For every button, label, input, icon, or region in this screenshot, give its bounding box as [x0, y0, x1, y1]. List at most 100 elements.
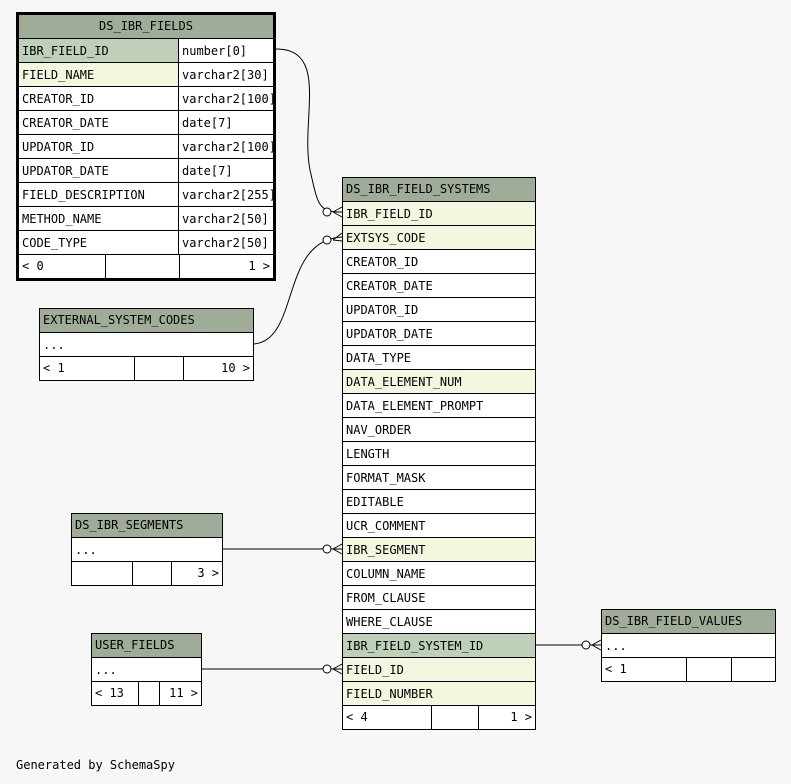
parent-count[interactable]: < 1: [43, 361, 65, 375]
crows-foot: [332, 206, 343, 218]
row-count: [138, 682, 159, 705]
table-ds-ibr-field-values[interactable]: DS_IBR_FIELD_VALUES ... < 1: [601, 609, 776, 682]
child-count[interactable]: 10 >: [183, 357, 253, 380]
crows-foot: [332, 232, 343, 242]
column-row[interactable]: COLUMN_NAME: [343, 562, 535, 586]
column-name: WHERE_CLAUSE: [346, 615, 433, 629]
column-row[interactable]: IBR_SEGMENT: [343, 538, 535, 562]
child-count[interactable]: 1 >: [179, 255, 273, 278]
column-name: FIELD_NAME: [19, 63, 179, 86]
column-row[interactable]: FIELD_ID: [343, 658, 535, 682]
column-type: date[7]: [182, 164, 233, 178]
table-user-fields[interactable]: USER_FIELDS ... < 13 11 >: [91, 633, 202, 706]
column-name: CREATOR_ID: [19, 87, 179, 110]
column-name: CREATOR_ID: [346, 255, 419, 269]
column-name: FIELD_DESCRIPTION: [19, 183, 179, 206]
column-row[interactable]: UPDATOR_ID: [343, 298, 535, 322]
row-count: [686, 658, 731, 681]
column-name: FORMAT_MASK: [346, 471, 426, 485]
optional-marker: [322, 544, 332, 554]
child-count[interactable]: 11 >: [159, 682, 201, 705]
column-name: UPDATOR_ID: [346, 303, 419, 317]
table-title: DS_IBR_SEGMENTS: [72, 514, 222, 538]
row-count: [105, 255, 179, 278]
row-count: [132, 562, 171, 585]
column-row[interactable]: CREATOR_DATE: [343, 274, 535, 298]
column-row[interactable]: IBR_FIELD_SYSTEM_ID: [343, 634, 535, 658]
table-title: DS_IBR_FIELD_VALUES: [602, 610, 775, 634]
column-row[interactable]: EDITABLE: [343, 490, 535, 514]
table-row: ...: [602, 634, 775, 658]
column-row[interactable]: NAV_ORDER: [343, 418, 535, 442]
optional-marker: [322, 207, 332, 217]
crows-foot: [332, 543, 343, 555]
column-type: varchar2[30]: [182, 68, 269, 82]
column-row[interactable]: IBR_FIELD_ID: [343, 202, 535, 226]
column-row[interactable]: DATA_ELEMENT_PROMPT: [343, 394, 535, 418]
column-row[interactable]: FIELD_NUMBER: [343, 682, 535, 706]
column-row[interactable]: FORMAT_MASK: [343, 466, 535, 490]
column-name: IBR_FIELD_SYSTEM_ID: [343, 634, 535, 657]
table-footer: < 0 1 >: [19, 255, 273, 278]
edge-ibr-field-id: [275, 48, 343, 213]
column-name: EXTSYS_CODE: [343, 226, 535, 249]
child-count: [731, 658, 775, 681]
optional-marker: [581, 640, 591, 650]
row-count: [134, 357, 183, 380]
parent-count[interactable]: < 4: [346, 710, 368, 724]
parent-count[interactable]: < 1: [605, 662, 627, 676]
column-name: IBR_SEGMENT: [343, 538, 535, 561]
child-count[interactable]: 3 >: [171, 562, 222, 585]
column-name: IBR_FIELD_ID: [19, 39, 179, 62]
column-name: IBR_FIELD_ID: [343, 202, 535, 225]
parent-count[interactable]: < 0: [22, 259, 44, 273]
column-name: UPDATOR_DATE: [346, 327, 433, 341]
column-row[interactable]: DATA_TYPE: [343, 346, 535, 370]
column-name: UPDATOR_ID: [19, 135, 179, 158]
column-row[interactable]: UPDATOR_DATE: [343, 322, 535, 346]
column-name: UCR_COMMENT: [346, 519, 426, 533]
column-name: NAV_ORDER: [346, 423, 412, 437]
row-count: [431, 706, 478, 729]
column-type: varchar2[100]: [182, 140, 273, 154]
column-row[interactable]: EXTSYS_CODE: [343, 226, 535, 250]
column-row[interactable]: FROM_CLAUSE: [343, 586, 535, 610]
column-type: varchar2[50]: [182, 212, 269, 226]
child-count[interactable]: 1 >: [478, 706, 535, 729]
column-row[interactable]: DATA_ELEMENT_NUM: [343, 370, 535, 394]
column-name: EDITABLE: [346, 495, 404, 509]
column-row[interactable]: WHERE_CLAUSE: [343, 610, 535, 634]
table-footer: < 1: [602, 658, 775, 681]
table-row: ...: [92, 658, 201, 682]
parent-count[interactable]: < 13: [95, 686, 124, 700]
table-ds-ibr-segments[interactable]: DS_IBR_SEGMENTS ... 3 >: [71, 513, 223, 586]
crows-foot: [332, 663, 343, 675]
column-name: DATA_TYPE: [346, 351, 412, 365]
table-title: USER_FIELDS: [92, 634, 201, 658]
ellipsis: ...: [75, 543, 97, 557]
column-name: CREATOR_DATE: [346, 279, 433, 293]
table-footer: < 13 11 >: [92, 682, 201, 705]
column-name: DATA_ELEMENT_NUM: [343, 370, 535, 393]
ellipsis: ...: [43, 338, 65, 352]
column-row[interactable]: CREATOR_ID: [343, 250, 535, 274]
column-row[interactable]: LENGTH: [343, 442, 535, 466]
table-external-system-codes[interactable]: EXTERNAL_SYSTEM_CODES ... < 1 10 >: [39, 308, 254, 381]
column-name: METHOD_NAME: [19, 207, 179, 230]
generated-by-credit: Generated by SchemaSpy: [16, 758, 175, 772]
column-row[interactable]: UCR_COMMENT: [343, 514, 535, 538]
optional-marker: [322, 235, 332, 245]
column-type: date[7]: [182, 116, 233, 130]
